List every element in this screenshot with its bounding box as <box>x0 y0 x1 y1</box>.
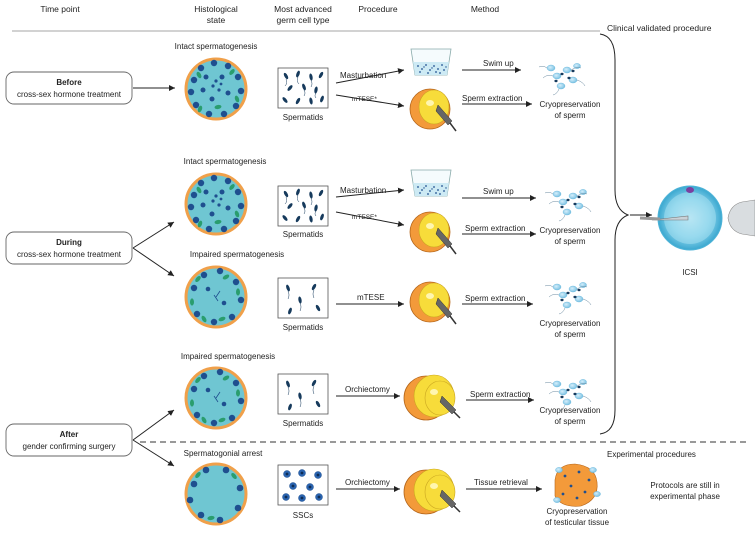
row0-result-line2: of sperm <box>554 111 585 120</box>
row4-method: Tissue retrieval <box>474 478 528 487</box>
row1-result-line2: of sperm <box>554 237 585 246</box>
row3-procedure: Orchiectomy <box>345 385 390 394</box>
row0-proc-top: Masturbation <box>340 71 386 80</box>
sperm-cluster-icon <box>538 62 586 96</box>
row2-method: Sperm extraction <box>465 294 525 303</box>
row1-method-bottom: Sperm extraction <box>465 224 525 233</box>
row4-procedure: Orchiectomy <box>345 478 390 487</box>
collection-cup-icon <box>410 48 452 76</box>
column-headers: Time point Histological state Most advan… <box>40 4 711 33</box>
row1-proc-bottom: mTESE* <box>352 214 377 221</box>
timepoint-after-subtitle: gender confirming surgery <box>23 442 116 451</box>
sperm-cluster-icon <box>544 281 592 315</box>
header-method: Method <box>471 4 500 14</box>
timepoint-before-title: Before <box>56 78 82 87</box>
testis-double-icon <box>403 374 461 421</box>
header-histological-line1: Histological <box>194 4 238 14</box>
row2-result-line2: of sperm <box>554 330 585 339</box>
row2-procedure: mTESE <box>357 293 385 302</box>
icsi-illustration: ICSI <box>639 185 755 277</box>
row3-result-line1: Cryopreservation <box>540 406 601 415</box>
row1-celltype-label: Spermatids <box>283 230 323 239</box>
row0-method-bottom: Sperm extraction <box>462 94 522 103</box>
row1-result-line1: Cryopreservation <box>540 226 601 235</box>
row2-histology-label: Impaired spermatogenesis <box>190 250 284 259</box>
row3-result-line2: of sperm <box>554 417 585 426</box>
tubule-intact-icon <box>184 57 248 121</box>
row3-celltype-label: Spermatids <box>283 419 323 428</box>
testis-double-icon <box>403 468 461 515</box>
row4-celltype-label: SSCs <box>293 511 313 520</box>
row4-result-line2: of testicular tissue <box>545 518 610 527</box>
holding-pipette-icon <box>727 199 755 237</box>
row0-proc-bottom: mTESE* <box>352 96 377 103</box>
spermatid-sparse-box-icon <box>277 373 329 415</box>
testis-icon <box>409 281 457 325</box>
row-during-intact: Intact spermatogenesis Spermatids Mastur… <box>184 157 601 255</box>
icsi-label: ICSI <box>682 268 698 277</box>
row0-result-line1: Cryopreservation <box>540 100 601 109</box>
timepoint-arrows <box>132 85 175 467</box>
row0-celltype-label: Spermatids <box>283 113 323 122</box>
header-histological-line2: state <box>207 15 226 25</box>
experimental-note-line1: Protocols are still in <box>650 481 719 490</box>
collection-cup-icon <box>410 169 452 197</box>
polar-body-icon <box>686 187 694 193</box>
spermatid-sparse-box-icon <box>277 277 329 319</box>
row0-method-top: Swim up <box>483 59 514 68</box>
row1-method-top: Swim up <box>483 187 514 196</box>
tissue-chunk-icon <box>553 463 601 507</box>
experimental-label: Experimental procedures <box>607 450 696 459</box>
row0-histology-label: Intact spermatogenesis <box>175 42 258 51</box>
row2-celltype-label: Spermatids <box>283 323 323 332</box>
testis-icon <box>409 88 457 132</box>
timepoint-during: During cross-sex hormone treatment <box>5 231 133 265</box>
sperm-cluster-icon <box>544 188 592 222</box>
row3-method: Sperm extraction <box>470 390 530 399</box>
row1-histology-label: Intact spermatogenesis <box>184 157 267 166</box>
tubule-intact-icon <box>184 172 248 236</box>
row-after-impaired: Impaired spermatogenesis Spermatids Orch… <box>181 352 601 430</box>
timepoint-after-title: After <box>60 430 79 439</box>
tubule-impaired-icon <box>184 265 248 329</box>
spermatid-box-icon <box>277 185 329 227</box>
header-procedure: Procedure <box>358 4 397 14</box>
header-germ-line1: Most advanced <box>274 4 332 14</box>
testis-icon <box>409 211 457 255</box>
timepoint-during-title: During <box>56 238 82 247</box>
header-time-point: Time point <box>40 4 80 14</box>
ssc-box-icon <box>277 464 329 506</box>
header-clinical: Clinical validated procedure <box>607 23 712 33</box>
row3-histology-label: Impaired spermatogenesis <box>181 352 275 361</box>
timepoint-before: Before cross-sex hormone treatment <box>5 71 133 105</box>
row-after-arrest: Spermatogonial arrest SSCs Orchiectomy T… <box>184 449 721 527</box>
row-before: Intact spermatogenesis Spermatids Mastur… <box>175 42 601 132</box>
row-during-impaired: Impaired spermatogenesis Spermatids mTES… <box>184 250 601 339</box>
row4-histology-label: Spermatogonial arrest <box>184 449 263 458</box>
row4-result-line1: Cryopreservation <box>547 507 608 516</box>
row1-proc-top: Masturbation <box>340 186 386 195</box>
clinical-bracket <box>599 33 630 435</box>
row2-result-line1: Cryopreservation <box>540 319 601 328</box>
timepoint-before-subtitle: cross-sex hormone treatment <box>17 90 122 99</box>
injection-needle-icon <box>651 215 689 221</box>
timepoint-during-subtitle: cross-sex hormone treatment <box>17 250 122 259</box>
header-germ-line2: germ cell type <box>277 15 330 25</box>
experimental-note-line2: experimental phase <box>650 492 720 501</box>
spermatid-box-icon <box>277 67 329 109</box>
timepoint-after: After gender confirming surgery <box>5 423 133 457</box>
tubule-arrest-icon <box>184 462 248 526</box>
tubule-impaired-icon <box>184 366 248 430</box>
